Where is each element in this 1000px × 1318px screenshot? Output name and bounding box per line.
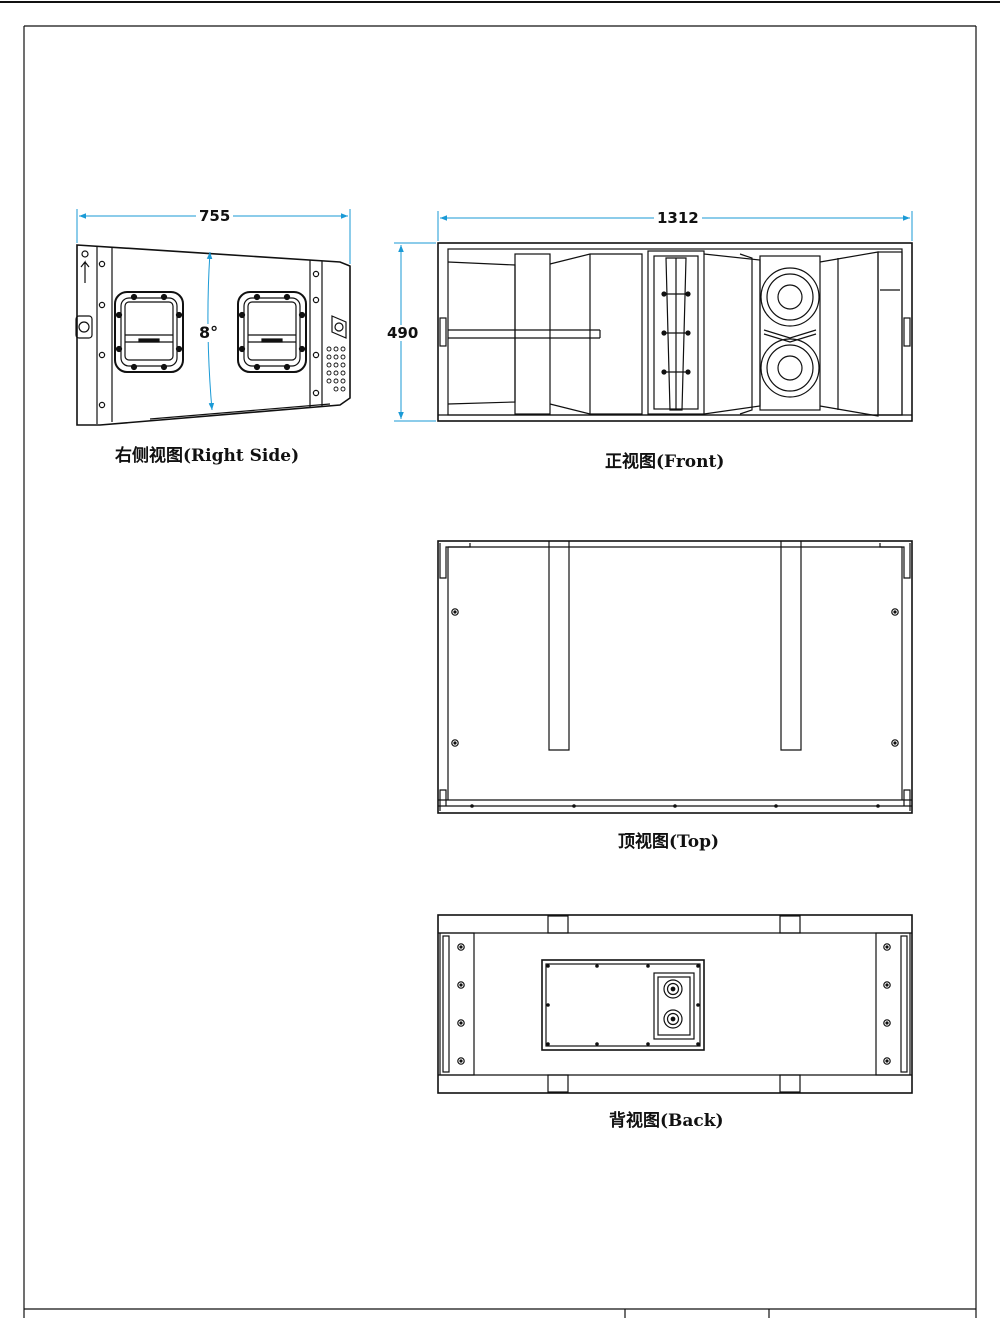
front-height-label: 490 (384, 325, 422, 341)
front-caption: 正视图(Front) (605, 452, 725, 472)
top-view (437, 540, 913, 814)
woofer-upper (760, 267, 820, 327)
side-width-label: 755 (196, 208, 234, 224)
front-width-label: 1312 (654, 210, 702, 226)
front-view (437, 242, 913, 422)
side-handle-right (237, 291, 307, 373)
woofer-lower (760, 338, 820, 398)
back-caption: 背视图(Back) (609, 1111, 724, 1131)
connector-panel (541, 959, 705, 1051)
side-handle-left (114, 291, 184, 373)
top-caption: 顶视图(Top) (618, 832, 720, 852)
back-view (437, 914, 913, 1094)
right-side-caption: 右侧视图(Right Side) (115, 446, 300, 466)
side-angle-label: 8° (197, 323, 221, 342)
right-side-view (75, 244, 351, 426)
